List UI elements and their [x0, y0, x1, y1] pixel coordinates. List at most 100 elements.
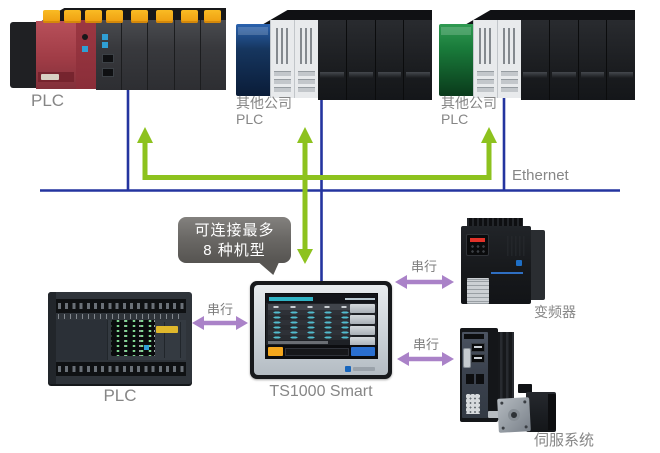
cpu-module: [236, 24, 270, 96]
hmi-label: TS1000 Smart: [269, 383, 373, 400]
motor-cable-connector: [518, 384, 532, 393]
hmi-blue-button[interactable]: [351, 347, 375, 356]
inverter-keypad: [466, 234, 489, 256]
hmi-datetime-bar: [345, 297, 375, 300]
dsub-connector: [463, 348, 471, 368]
module-slot: [274, 71, 291, 76]
io-modules: [521, 20, 635, 100]
plc-rack-right: [439, 10, 635, 102]
inverter-side-face: [531, 230, 545, 300]
hmi-table-header: [268, 304, 352, 310]
face-left-panel: [56, 320, 108, 360]
hmi-side-buttons[interactable]: [350, 304, 375, 346]
connector-cap: [156, 10, 173, 23]
serial-lower-right-label: 串行: [412, 337, 439, 352]
white-module: [473, 20, 497, 98]
hmi-input-field[interactable]: [285, 347, 349, 356]
flange-screw: [523, 400, 527, 404]
comm-port: [471, 343, 485, 352]
rack-right-label: 其他公司 PLC: [441, 95, 497, 127]
module-slot: [477, 71, 494, 76]
io-module: [174, 20, 200, 90]
flange-screw: [524, 425, 528, 429]
rack-left-label: PLC: [31, 91, 65, 110]
status-led: [102, 34, 108, 40]
io-module: [578, 20, 607, 100]
panel-seam: [180, 322, 181, 358]
white-module: [497, 20, 521, 98]
hmi-button[interactable]: [350, 337, 375, 346]
module-slot: [298, 71, 315, 76]
brand-logo-text: [353, 367, 375, 371]
rj45-port: [102, 68, 114, 77]
serial-upper-right-label: 串行: [410, 259, 437, 274]
plc-rack-left: [10, 8, 227, 92]
motor-end-cap: [548, 394, 556, 430]
plc-compact: [48, 292, 192, 384]
inverter-body: [461, 226, 531, 304]
brand-stripe: [491, 272, 523, 274]
io-module: [607, 20, 635, 100]
callout-text-line2: 8 种机型: [203, 242, 266, 259]
io-module: [404, 20, 432, 100]
rack-right-label-line2: PLC: [441, 111, 469, 127]
callout-bubble: 可连接最多 8 种机型: [178, 217, 291, 275]
arrow-up-right-icon: [481, 127, 497, 143]
io-module: [521, 20, 549, 100]
module-slot: [274, 79, 291, 84]
hmi-orange-button[interactable]: [268, 347, 283, 356]
plc-compact-label: PLC: [103, 386, 137, 405]
arrow-up-middle-icon: [297, 127, 313, 143]
module-vents: [479, 28, 492, 64]
arrow-down-hmi-icon: [297, 249, 313, 264]
hmi-button[interactable]: [350, 326, 375, 335]
hmi-message-bar: [268, 341, 328, 344]
ethernet-label: Ethernet: [512, 167, 569, 184]
hmi-button[interactable]: [350, 315, 375, 324]
servo-drive-face: [462, 332, 488, 418]
connector-cap: [131, 10, 148, 23]
serial-left-arrowhead-left-icon: [192, 316, 204, 330]
io-connector: [466, 374, 474, 384]
flange-screw: [501, 426, 505, 430]
white-module: [270, 20, 294, 98]
hmi-touchscreen[interactable]: [265, 293, 378, 359]
module-gloss: [441, 27, 471, 35]
serial-left-arrowhead-right-icon: [236, 316, 248, 330]
cpu-module: [76, 20, 96, 89]
module-slot: [501, 87, 518, 92]
rack-side-panel: [10, 22, 36, 88]
hmi-button[interactable]: [350, 304, 375, 313]
rating-sticker: [467, 278, 489, 304]
power-module: [36, 21, 76, 89]
cpu-button: [82, 34, 88, 40]
serial-upper-arrowhead-right-icon: [442, 275, 454, 289]
terminal-screws: [58, 303, 184, 309]
arrow-up-left-icon: [137, 127, 153, 143]
hmi-panel: [250, 281, 392, 379]
module-gloss: [238, 27, 268, 35]
inverter-device: [461, 218, 545, 308]
run-led: [144, 345, 149, 350]
io-module: [375, 20, 404, 100]
module-slot: [298, 79, 315, 84]
servo-label: 伺服系统: [534, 432, 595, 449]
module-slot: [501, 79, 518, 84]
module-sticker: [41, 74, 59, 80]
connector-cap: [181, 10, 198, 23]
module-slot: [501, 71, 518, 76]
led-indicator-panel: [111, 320, 155, 356]
hmi-bottom-bar: [266, 345, 377, 358]
plc-face: [56, 320, 186, 360]
serial-lower-arrowhead-left-icon: [397, 352, 409, 366]
shaft-boss: [507, 408, 521, 422]
io-tick-marks: [58, 314, 184, 319]
brand-logo-mark: [345, 366, 351, 372]
rack-middle-label-line2: PLC: [236, 111, 264, 127]
io-module: [549, 20, 578, 100]
module-vents: [276, 28, 289, 64]
callout-text-line1: 可连接最多: [194, 222, 275, 239]
module-vents: [503, 28, 516, 64]
rack-right-label-line1: 其他公司: [441, 95, 497, 111]
